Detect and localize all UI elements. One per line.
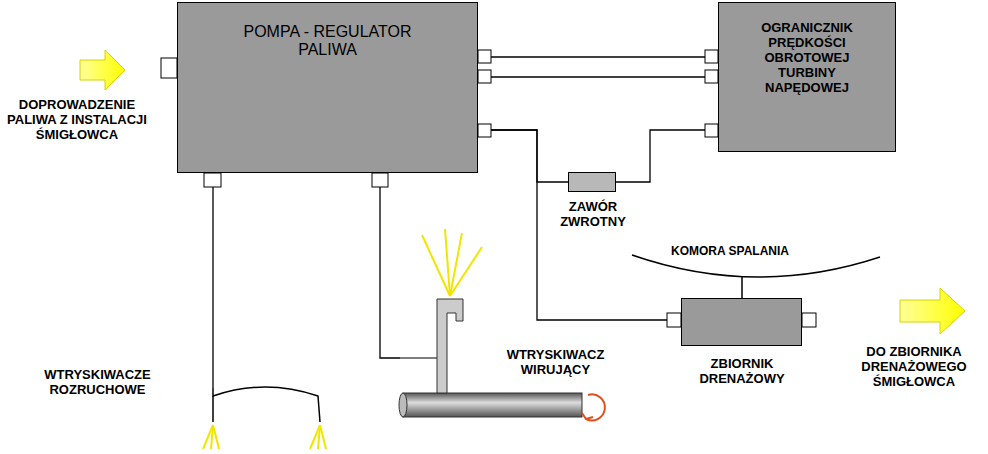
speed-limiter-box: OGRANICZNIK PRĘDKOŚCI OBROTOWEJ TURBINY … xyxy=(718,2,896,152)
rotary-injector-drawing xyxy=(400,225,620,425)
combustion-chamber-wall xyxy=(632,255,880,277)
rotation-arrow xyxy=(582,394,605,420)
check-valve: ZAWÓR ZWROTNY xyxy=(568,172,616,192)
rotary-nozzle xyxy=(437,299,463,393)
fuel-line xyxy=(478,130,681,320)
port xyxy=(705,124,718,137)
start-injector-drawing xyxy=(195,388,335,450)
fuel-spray xyxy=(203,425,213,449)
port xyxy=(478,50,491,63)
shaft-end xyxy=(399,393,407,417)
fuel-line xyxy=(478,56,718,57)
injector-manifold xyxy=(212,396,214,422)
fuel-spray xyxy=(445,229,450,296)
fuel-spray xyxy=(310,425,320,449)
fuel-line xyxy=(478,130,568,182)
turbine-shaft xyxy=(403,393,582,417)
chamber-label: KOMORA SPALANIA xyxy=(665,245,795,259)
fuel-line xyxy=(212,173,213,388)
fuel-spray xyxy=(318,425,320,449)
port xyxy=(372,173,388,187)
fuel-line xyxy=(400,357,438,358)
drain-pipe xyxy=(741,277,743,298)
fuel-spray xyxy=(213,425,219,449)
inlet-label: DOPROWADZENIE PALIWA Z INSTALACJI ŚMIGŁO… xyxy=(4,98,150,143)
fuel-line xyxy=(478,76,718,77)
drain-outlet-arrow xyxy=(900,288,965,334)
port xyxy=(705,50,718,63)
fuel-spray xyxy=(320,425,326,449)
port xyxy=(667,313,681,327)
fuel-spray xyxy=(211,425,213,449)
fuel-line xyxy=(380,173,400,358)
node-label: ZBIORNIK DRENAŻOWY xyxy=(692,357,792,387)
outlet-label: DO ZBIORNIKA DRENAŻOWEGO ŚMIGŁOWCA xyxy=(845,345,983,390)
port xyxy=(161,58,177,78)
port xyxy=(802,313,816,327)
fuel-spray xyxy=(450,247,482,296)
port xyxy=(705,70,718,83)
pump-regulator-box: POMPA - REGULATOR PALIWA xyxy=(177,2,478,173)
start-injectors: WTRYSKIWACZE ROZRUCHOWE xyxy=(195,388,335,450)
fuel-line xyxy=(616,130,718,182)
node-label: ZAWÓR ZWROTNY xyxy=(553,200,633,230)
port xyxy=(204,173,221,187)
fuel-inlet-arrow xyxy=(80,50,125,90)
node-label: WTRYSKIWACZ WIRUJĄCY xyxy=(493,348,618,378)
port xyxy=(478,70,491,83)
node-label: WTRYSKIWACZE ROZRUCHOWE xyxy=(15,368,180,398)
port xyxy=(478,124,491,137)
node-label: OGRANICZNIK PRĘDKOŚCI OBROTOWEJ TURBINY … xyxy=(752,21,862,96)
injector-manifold xyxy=(213,387,320,422)
rotary-injector: WTRYSKIWACZ WIRUJĄCY xyxy=(400,225,620,425)
node-label: POMPA - REGULATOR PALIWA xyxy=(223,23,433,60)
drain-tank: ZBIORNIK DRENAŻOWY xyxy=(681,298,802,346)
